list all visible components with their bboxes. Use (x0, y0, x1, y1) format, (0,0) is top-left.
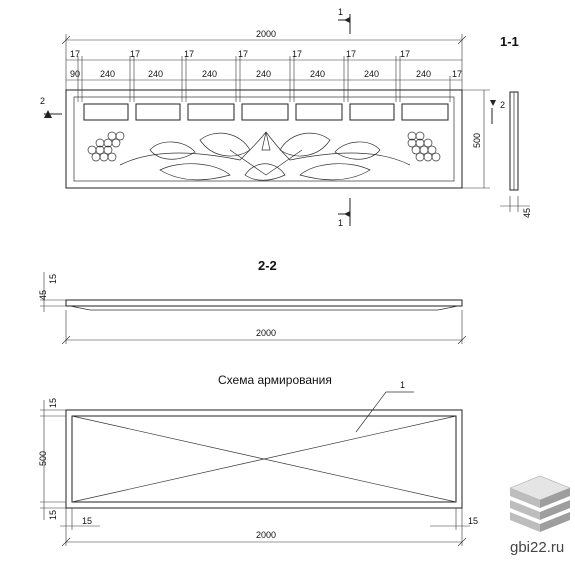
dim-240: 240 (364, 69, 379, 79)
stacked-slabs-icon (509, 475, 571, 532)
dim-17: 17 (70, 49, 80, 59)
side-dim: 45 (522, 208, 532, 218)
reinforcement-scheme: Схема армирования 1 15 500 15 15 15 2000 (38, 373, 478, 547)
reinf-dim-15-bottom: 15 (48, 510, 58, 520)
section-mark-right: 2 (500, 100, 505, 110)
reinf-dim-15-top: 15 (48, 398, 58, 408)
section-dim-45: 45 (38, 290, 48, 300)
dim-240: 240 (256, 69, 271, 79)
watermark-text: gbi22.ru (510, 539, 564, 556)
reinf-length: 2000 (256, 530, 276, 540)
grape-cluster-left-icon (87, 131, 125, 162)
dim-240: 240 (148, 69, 163, 79)
grape-cluster-right-icon (407, 131, 441, 162)
front-view: 2000 1 1-1 17 17 17 17 17 17 17 17 90 24… (40, 7, 532, 228)
dim-90: 90 (70, 69, 80, 79)
callout-number: 1 (400, 380, 405, 390)
section-dim-15: 15 (48, 274, 58, 284)
dim-240: 240 (202, 69, 217, 79)
reinf-height: 500 (38, 451, 48, 466)
dim-17: 17 (238, 49, 248, 59)
leaf-ornament (119, 131, 411, 181)
dim-17: 17 (400, 49, 410, 59)
dim-240: 240 (100, 69, 115, 79)
reinforcement-title: Схема армирования (218, 373, 332, 387)
front-height-dim: 500 (472, 133, 482, 148)
dim-240: 240 (310, 69, 325, 79)
section-length: 2000 (256, 328, 276, 338)
dim-17: 17 (346, 49, 356, 59)
front-overall-width: 2000 (256, 29, 276, 39)
reinf-dim-15-right: 15 (468, 516, 478, 526)
dim-17: 17 (452, 69, 462, 79)
section-title: 2-2 (258, 258, 277, 273)
dim-17: 17 (184, 49, 194, 59)
section-mark-bottom: 1 (338, 218, 343, 228)
openings-row (83, 103, 449, 121)
section-mark-top: 1 (338, 7, 343, 17)
section-mark-left: 2 (40, 96, 45, 106)
mesh-outline (71, 415, 457, 503)
dim-17: 17 (130, 49, 140, 59)
dim-17: 17 (292, 49, 302, 59)
front-view-label: 1-1 (500, 34, 519, 49)
slab-outline (65, 89, 463, 189)
reinf-dim-15-left: 15 (82, 516, 92, 526)
dim-240: 240 (416, 69, 431, 79)
section-2-2: 2-2 15 45 2000 (38, 258, 467, 345)
